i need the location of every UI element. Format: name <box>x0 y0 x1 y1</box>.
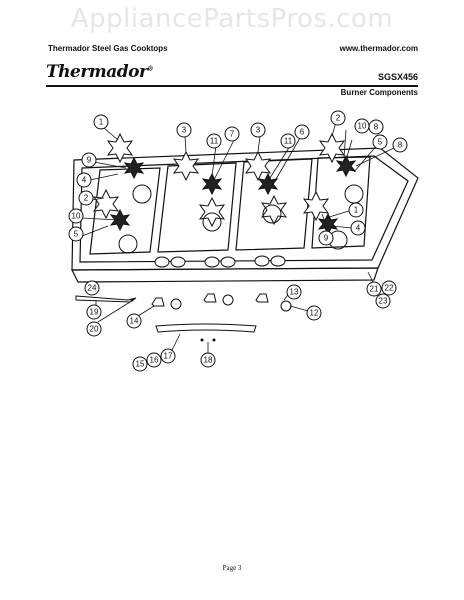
svg-text:22: 22 <box>385 284 394 293</box>
callout-1: 1 <box>93 114 109 130</box>
cooktop-frame <box>71 147 419 283</box>
svg-text:15: 15 <box>136 360 145 369</box>
callout-14: 14 <box>126 313 142 329</box>
svg-text:20: 20 <box>90 325 99 334</box>
svg-text:14: 14 <box>130 317 139 326</box>
svg-text:10: 10 <box>72 212 81 221</box>
callout-11b: 11 <box>280 133 296 149</box>
callout-labels: 1 9 4 2 10 5 3 11 7 3 11 6 2 10 8 5 8 1 … <box>68 110 408 372</box>
callout-8b: 8 <box>392 137 408 153</box>
svg-text:23: 23 <box>379 297 388 306</box>
svg-text:11: 11 <box>210 137 219 146</box>
svg-text:11: 11 <box>284 137 293 146</box>
callout-16: 16 <box>146 352 162 368</box>
screws <box>130 298 216 342</box>
callout-12: 12 <box>306 305 322 321</box>
callout-10b: 10 <box>354 118 370 134</box>
callout-17: 17 <box>160 348 176 364</box>
loose-parts <box>75 293 292 333</box>
callout-9b: 9 <box>318 230 334 246</box>
svg-text:5: 5 <box>378 138 383 147</box>
page-number: Page 3 <box>222 564 242 572</box>
callout-4b: 4 <box>350 220 366 236</box>
callout-18: 18 <box>200 352 216 368</box>
header-title: Thermador Steel Gas Cooktops <box>48 44 168 53</box>
callout-23: 23 <box>375 293 391 309</box>
svg-text:10: 10 <box>358 122 367 131</box>
trim-strip-part <box>155 323 257 333</box>
callout-2: 2 <box>78 190 94 206</box>
callout-3b: 3 <box>250 122 266 138</box>
callout-11: 11 <box>206 133 222 149</box>
svg-text:2: 2 <box>336 114 341 123</box>
callout-10: 10 <box>68 208 84 224</box>
brand-logo: Thermador® <box>46 62 153 82</box>
callout-20: 20 <box>86 321 102 337</box>
svg-text:7: 7 <box>230 130 235 139</box>
callout-8: 8 <box>368 119 384 135</box>
svg-text:24: 24 <box>88 284 97 293</box>
callout-24: 24 <box>84 280 100 296</box>
svg-text:1: 1 <box>99 118 104 127</box>
callout-13: 13 <box>286 284 302 300</box>
svg-text:9: 9 <box>324 234 329 243</box>
svg-text:5: 5 <box>74 230 79 239</box>
svg-text:3: 3 <box>256 126 261 135</box>
svg-text:9: 9 <box>87 156 92 165</box>
watermark-text: AppliancePartsPros.com <box>70 4 394 34</box>
svg-text:19: 19 <box>90 308 99 317</box>
callout-1b: 1 <box>348 202 364 218</box>
callout-4: 4 <box>76 172 92 188</box>
svg-text:16: 16 <box>150 356 159 365</box>
burner-caps <box>92 132 364 254</box>
leader-lines <box>81 121 395 356</box>
callout-19: 19 <box>86 304 102 320</box>
brand-name: Thermador <box>46 62 148 82</box>
callout-2b: 2 <box>330 110 346 126</box>
svg-text:18: 18 <box>204 356 213 365</box>
callout-7: 7 <box>224 126 240 142</box>
igniter-wire-part <box>75 295 137 303</box>
callout-21: 21 <box>366 281 382 297</box>
svg-text:4: 4 <box>356 224 361 233</box>
svg-text:13: 13 <box>290 288 299 297</box>
header-rule <box>46 85 418 87</box>
svg-text:8: 8 <box>398 141 403 150</box>
knob-holes <box>154 255 286 268</box>
callout-3: 3 <box>176 122 192 138</box>
callout-22: 22 <box>381 280 397 296</box>
registered-mark: ® <box>147 65 153 73</box>
svg-text:8: 8 <box>374 123 379 132</box>
model-number: SGSX456 <box>377 72 418 82</box>
header-website: www.thermador.com <box>339 44 418 53</box>
section-title: Burner Components <box>340 88 418 97</box>
svg-text:6: 6 <box>300 128 305 137</box>
callout-5: 5 <box>68 226 84 242</box>
callout-15: 15 <box>132 356 148 372</box>
valve-parts <box>151 293 292 312</box>
svg-text:17: 17 <box>164 352 173 361</box>
svg-text:4: 4 <box>82 176 87 185</box>
svg-text:1: 1 <box>354 206 359 215</box>
svg-text:21: 21 <box>370 285 379 294</box>
callout-5b: 5 <box>372 134 388 150</box>
callout-6: 6 <box>294 124 310 140</box>
svg-text:12: 12 <box>310 309 319 318</box>
svg-text:2: 2 <box>84 194 89 203</box>
callout-9: 9 <box>81 152 97 168</box>
svg-text:3: 3 <box>182 126 187 135</box>
